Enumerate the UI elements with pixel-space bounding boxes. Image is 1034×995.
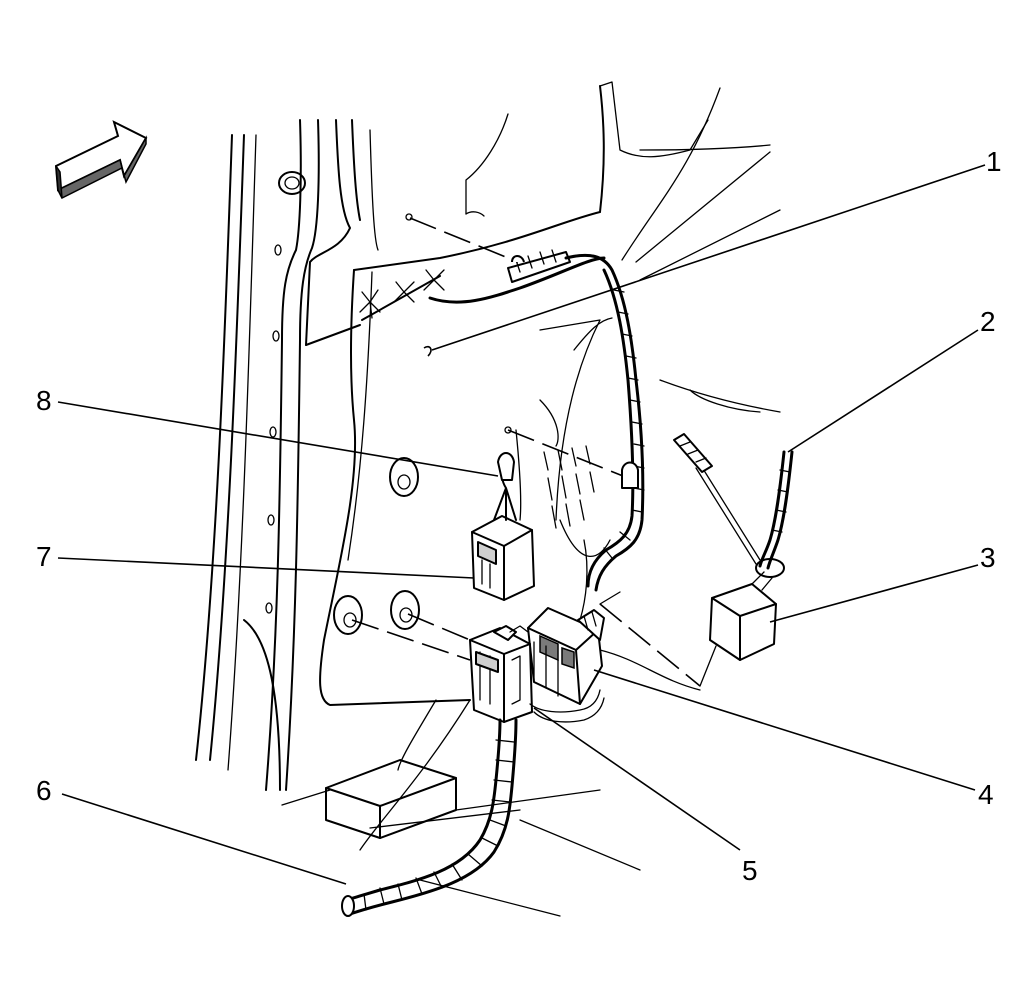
connector-4 xyxy=(527,607,605,705)
leader-3 xyxy=(769,564,979,623)
callout-1: 1 xyxy=(986,146,1002,177)
main-harness xyxy=(504,253,645,592)
floor-structure xyxy=(281,759,641,917)
leader-2 xyxy=(787,329,979,453)
callout-3: 3 xyxy=(980,542,996,573)
leader-5 xyxy=(533,707,741,851)
leader-4 xyxy=(593,669,976,791)
connector-5 xyxy=(351,613,533,723)
leader-1-hook xyxy=(423,345,432,357)
inner-panel xyxy=(305,81,781,851)
callout-6: 6 xyxy=(36,775,52,806)
forward-arrow-icon xyxy=(54,120,148,200)
body-pillar xyxy=(195,119,379,791)
leader-lines xyxy=(57,164,986,885)
callout-2: 2 xyxy=(980,306,996,337)
leader-8 xyxy=(57,401,499,477)
grommets xyxy=(333,457,420,635)
callout-8: 8 xyxy=(36,385,52,416)
leader-6 xyxy=(61,793,347,885)
callout-4: 4 xyxy=(978,779,994,810)
callout-5: 5 xyxy=(742,855,758,886)
antenna-lead xyxy=(673,433,794,578)
harness-clips xyxy=(359,256,606,321)
relay-7 xyxy=(471,515,535,601)
leader-7 xyxy=(57,557,475,579)
lower-harness xyxy=(341,689,605,917)
top-connector xyxy=(405,113,571,283)
module-3 xyxy=(599,571,777,687)
bracket-8 xyxy=(493,452,517,521)
leader-1 xyxy=(431,164,986,351)
callout-7: 7 xyxy=(36,541,52,572)
